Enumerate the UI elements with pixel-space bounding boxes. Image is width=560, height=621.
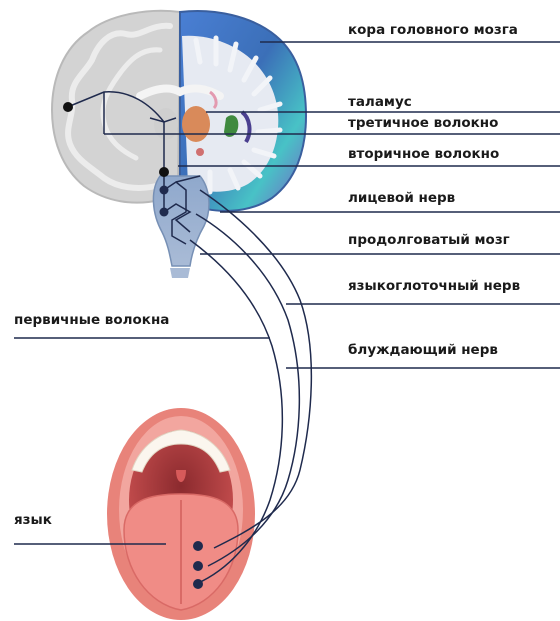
label-secondary-fiber: вторичное волокно — [348, 146, 499, 162]
label-vagus-nerve: блуждающий нерв — [348, 342, 498, 358]
tongue-node-1 — [193, 541, 203, 551]
brainstem-node-2 — [160, 208, 169, 217]
label-medulla: продолговатый мозг — [348, 232, 510, 248]
label-glossopharyngeal-nerve: языкоглоточный нерв — [348, 278, 520, 294]
label-tongue: язык — [14, 512, 52, 528]
label-facial-nerve: лицевой нерв — [348, 190, 455, 206]
thalamus — [182, 106, 210, 142]
label-primary-fibers: первичные волокна — [14, 312, 169, 328]
brainstem-node-1 — [160, 186, 169, 195]
tongue-node-2 — [193, 561, 203, 571]
label-thalamus: таламус — [348, 94, 412, 110]
thalamus-node — [159, 167, 169, 177]
mouth — [107, 408, 255, 620]
cortex-node — [63, 102, 73, 112]
brain — [52, 11, 306, 278]
tongue-node-3 — [193, 579, 203, 589]
label-tertiary-fiber: третичное волокно — [348, 115, 498, 131]
label-cortex: кора головного мозга — [348, 22, 518, 38]
